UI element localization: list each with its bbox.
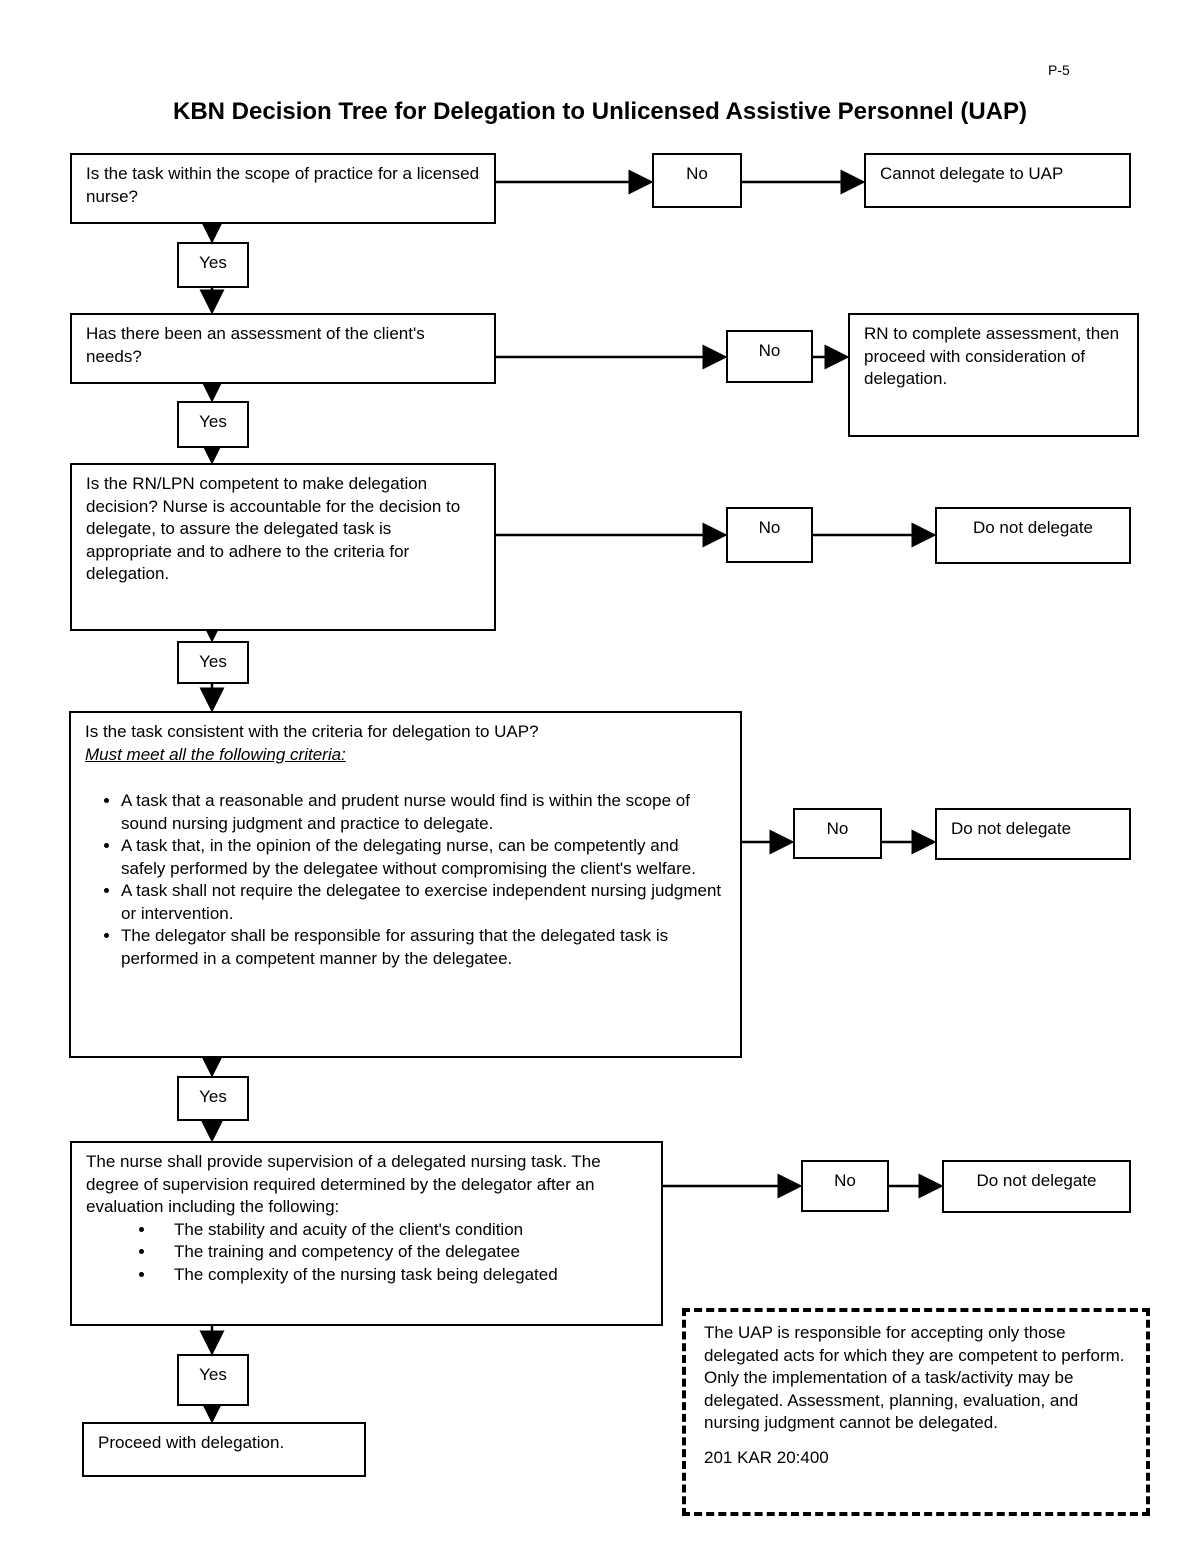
supervision-item: The stability and acuity of the client's… [156,1219,647,1242]
criteria-item: The delegator shall be responsible for a… [121,925,726,970]
yes-box: Yes [177,641,249,684]
decision-criteria: Is the task consistent with the criteria… [69,711,742,1058]
supervision-question: The nurse shall provide supervision of a… [86,1152,601,1216]
criteria-item: A task that, in the opinion of the deleg… [121,835,726,880]
yes-box: Yes [177,1354,249,1406]
criteria-item: A task shall not require the delegatee t… [121,880,726,925]
yes-box: Yes [177,1076,249,1121]
outcome-do-not-delegate: Do not delegate [942,1160,1131,1213]
outcome-proceed: Proceed with delegation. [82,1422,366,1477]
decision-assessment: Has there been an assessment of the clie… [70,313,496,384]
yes-box: Yes [177,242,249,288]
decision-supervision: The nurse shall provide supervision of a… [70,1141,663,1326]
supervision-item: The complexity of the nursing task being… [156,1264,647,1287]
supervision-item: The training and competency of the deleg… [156,1241,647,1264]
decision-nurse-competent: Is the RN/LPN competent to make delegati… [70,463,496,631]
no-box: No [793,808,882,859]
no-box: No [652,153,742,208]
outcome-cannot-delegate: Cannot delegate to UAP [864,153,1131,208]
outcome-do-not-delegate: Do not delegate [935,507,1131,564]
yes-box: Yes [177,401,249,448]
no-box: No [801,1160,889,1212]
decision-scope-of-practice: Is the task within the scope of practice… [70,153,496,224]
criteria-item: A task that a reasonable and prudent nur… [121,790,726,835]
criteria-subheading: Must meet all the following criteria: [85,744,346,764]
criteria-question: Is the task consistent with the criteria… [85,722,539,741]
uap-responsibility-note: The UAP is responsible for accepting onl… [682,1308,1150,1516]
note-text: The UAP is responsible for accepting onl… [704,1323,1125,1432]
note-citation: 201 KAR 20:400 [704,1447,829,1467]
no-box: No [726,507,813,563]
page-number: P-5 [1048,62,1070,78]
outcome-complete-assessment: RN to complete assessment, then proceed … [848,313,1139,437]
outcome-do-not-delegate: Do not delegate [935,808,1131,860]
no-box: No [726,330,813,383]
page-title: KBN Decision Tree for Delegation to Unli… [173,98,1027,125]
